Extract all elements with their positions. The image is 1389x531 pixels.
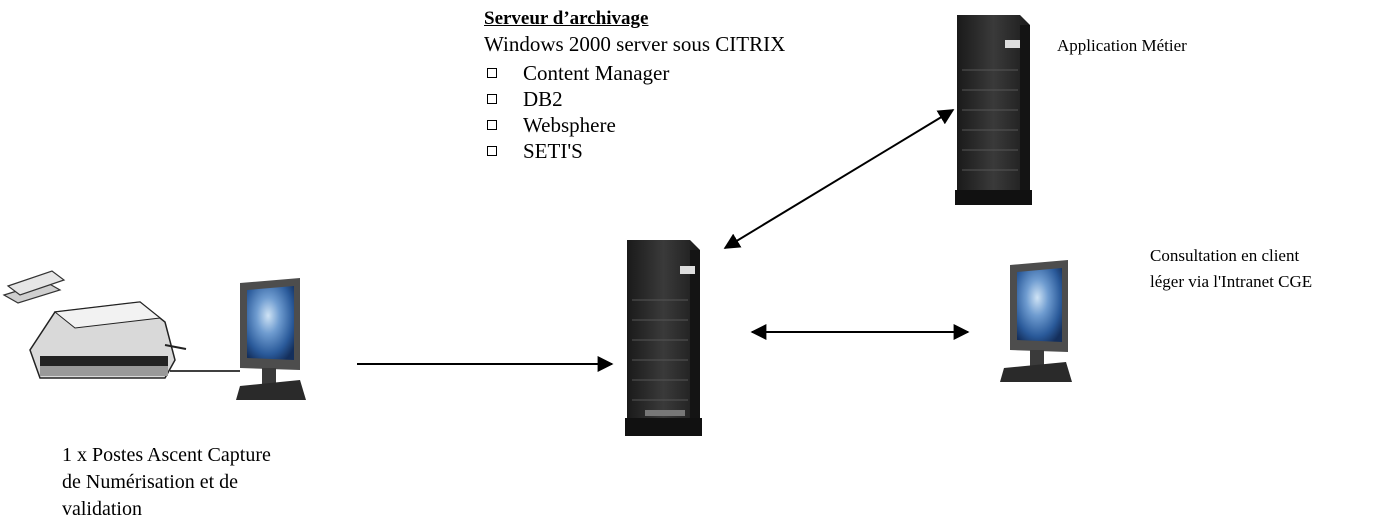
server-os-text: Windows 2000 server sous CITRIX <box>484 32 786 56</box>
app-server-tower-icon <box>955 15 1032 205</box>
checkbox-bullet-icon <box>487 94 497 104</box>
checkbox-bullet-icon <box>487 146 497 156</box>
list-item: Websphere <box>484 112 669 138</box>
checkbox-bullet-icon <box>487 68 497 78</box>
list-item: SETI'S <box>484 138 669 164</box>
client-consultation-label: Consultation en client léger via l'Intra… <box>1150 246 1313 291</box>
checkbox-bullet-icon <box>487 120 497 130</box>
list-item: Content Manager <box>484 60 669 86</box>
server-app-double-arrow <box>723 109 955 249</box>
capture-workstation-label: 1 x Postes Ascent Capture de Numérisatio… <box>62 444 271 520</box>
app-server-label: Application Métier <box>1057 36 1187 55</box>
server-components-list: Content Manager DB2 Websphere SETI'S <box>484 60 669 164</box>
capture-monitor-icon <box>236 278 306 400</box>
central-server-tower-icon <box>625 240 702 436</box>
server-title: Serveur d’archivage <box>484 8 649 29</box>
list-item: DB2 <box>484 86 669 112</box>
client-monitor-icon <box>1000 260 1072 382</box>
scanner-icon <box>2 270 187 379</box>
